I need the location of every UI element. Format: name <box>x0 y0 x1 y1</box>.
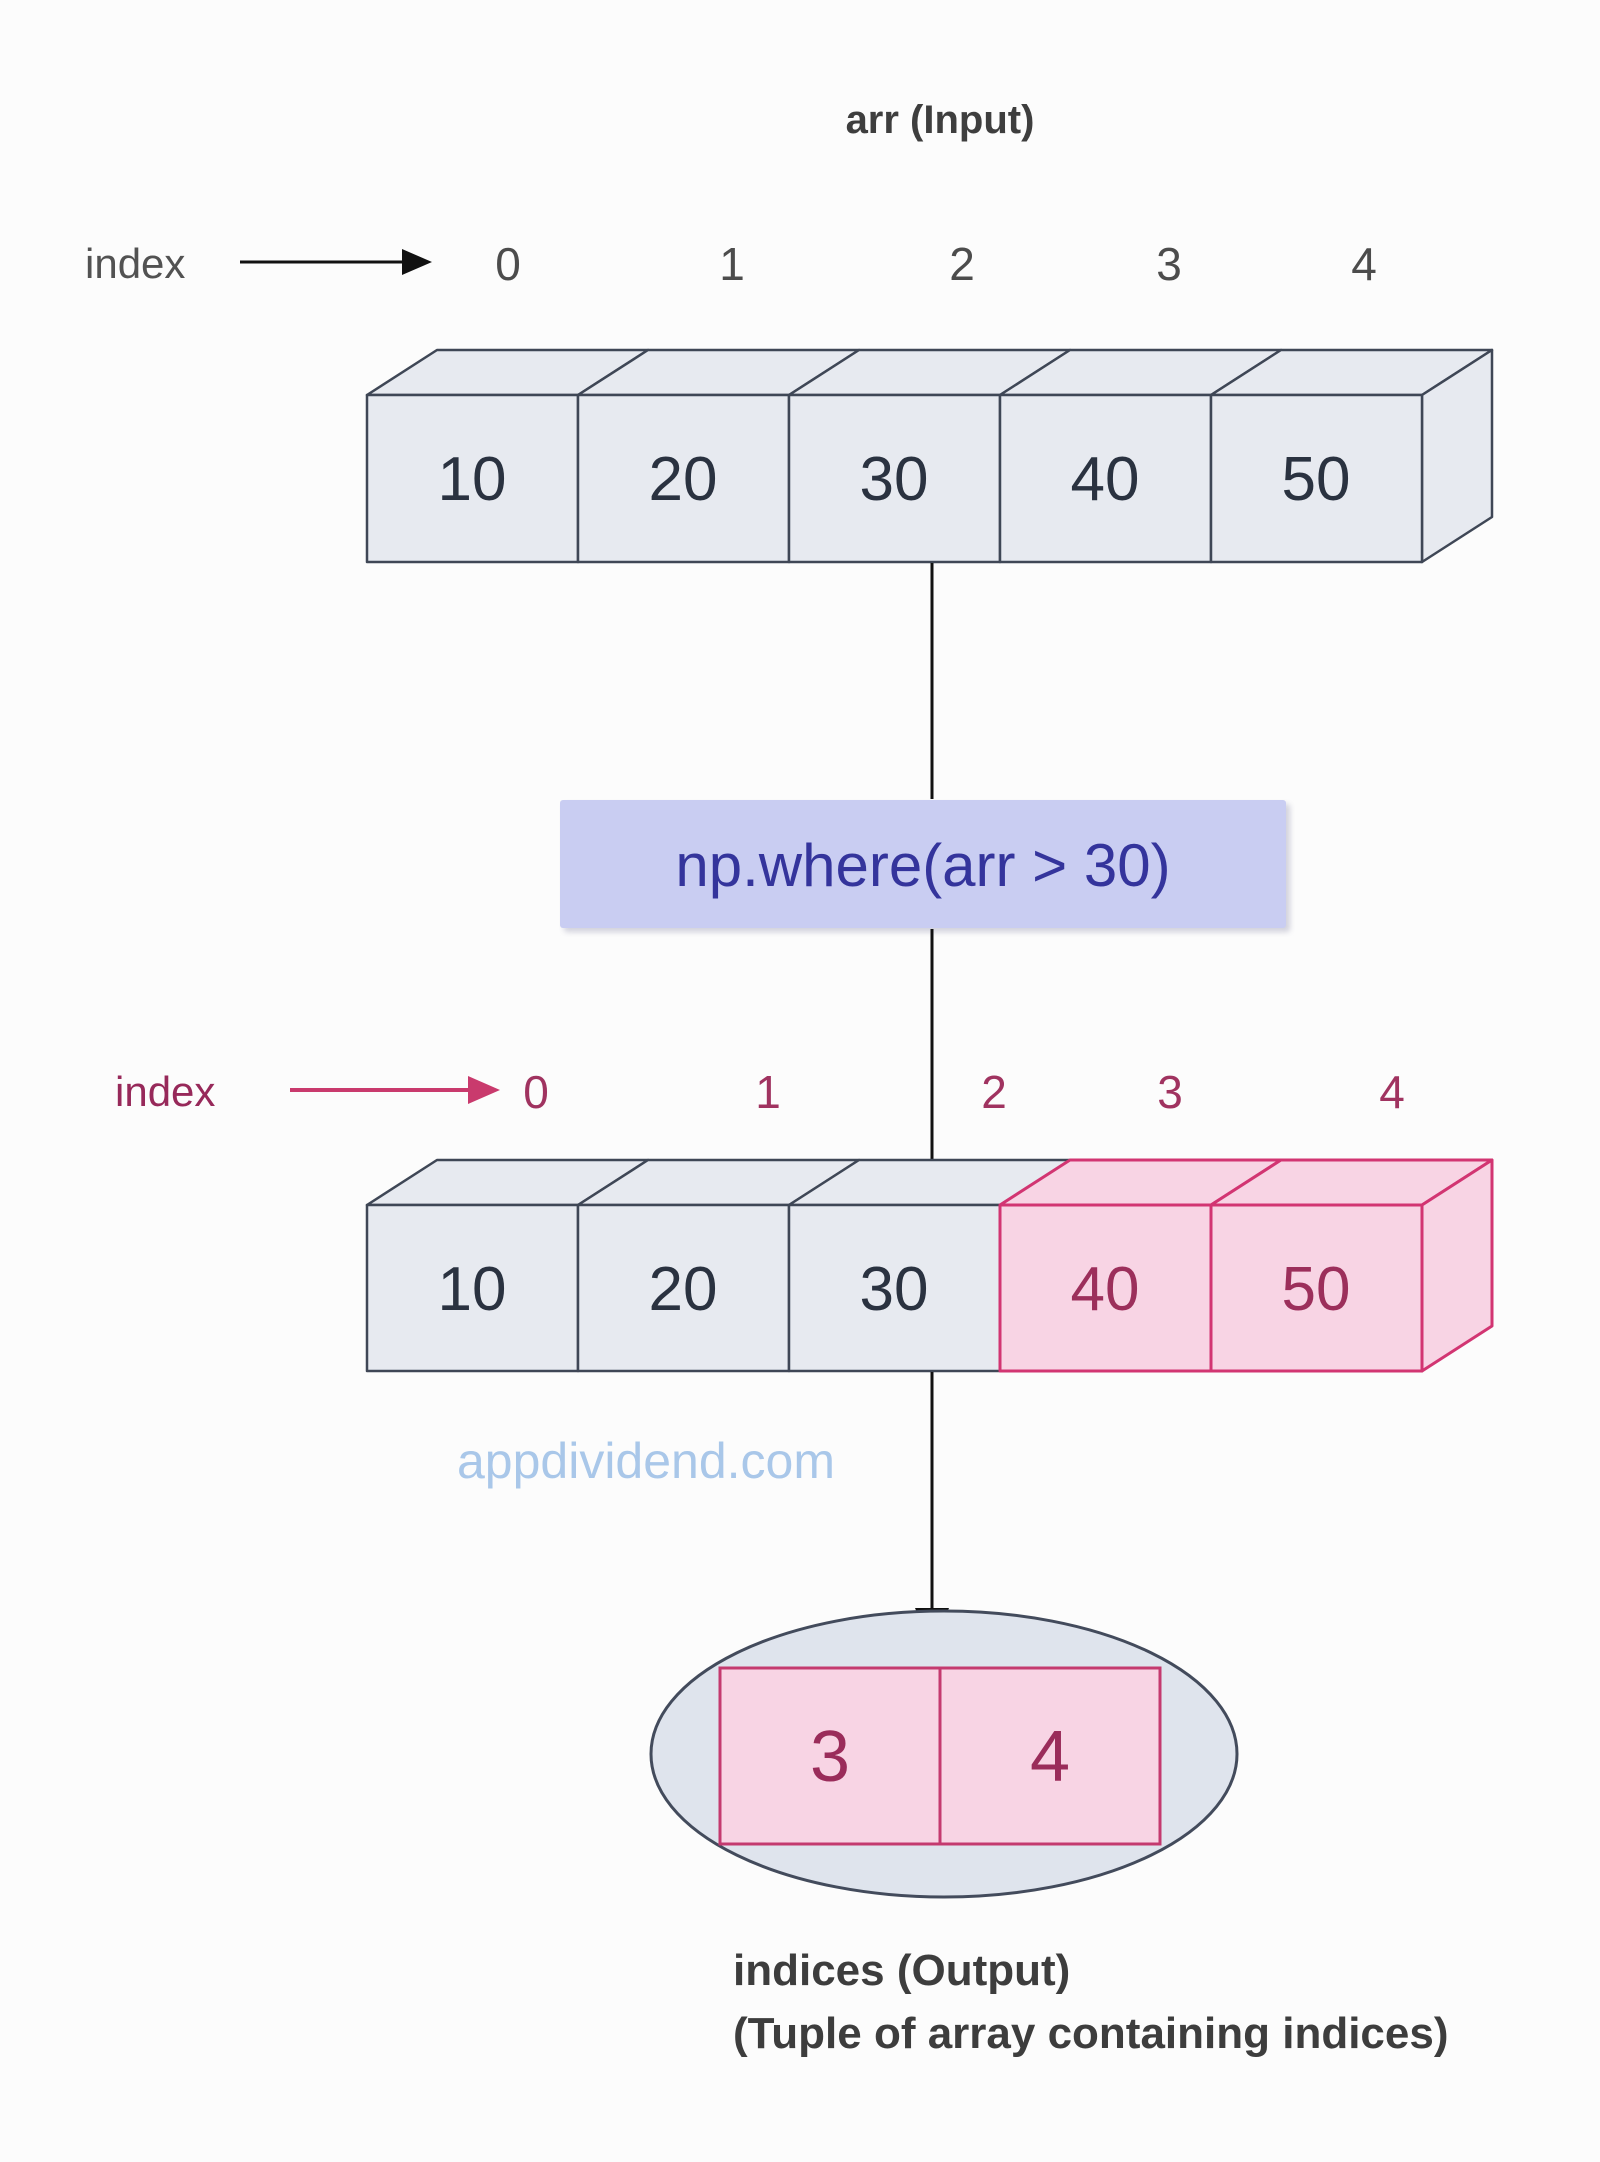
input-cell-2 <box>787 393 1002 564</box>
result-cell-4-highlighted <box>1209 1203 1424 1373</box>
index-label-bottom: index <box>115 1068 215 1115</box>
result-cell-1 <box>576 1203 791 1373</box>
result-value-1: 20 <box>649 1255 718 1324</box>
output-cell-1 <box>938 1666 1162 1846</box>
index-label-top: index <box>85 240 185 287</box>
result-value-2: 30 <box>860 1255 929 1324</box>
output-caption: indices (Output) (Tuple of array contain… <box>733 1946 1449 2058</box>
index-bottom-4: 4 <box>1379 1066 1405 1118</box>
operation-box-bg <box>560 800 1286 928</box>
index-bottom-0: 0 <box>523 1066 549 1118</box>
index-row-bottom: index 0 1 2 3 4 <box>115 1066 1405 1118</box>
input-cell-0 <box>365 393 580 564</box>
output-cell-0 <box>718 1666 942 1846</box>
result-value-4-highlighted: 50 <box>1282 1255 1351 1324</box>
index-bottom-1: 1 <box>755 1066 781 1118</box>
result-value-3-highlighted: 40 <box>1071 1255 1140 1324</box>
index-arrow-bottom-head-icon <box>468 1076 500 1104</box>
output-value-0: 3 <box>810 1717 850 1797</box>
diagram-title: arr (Input) <box>846 98 1035 142</box>
input-array: 10 20 30 40 50 <box>365 348 1494 564</box>
output-caption-line1: indices (Output) <box>733 1946 1070 1995</box>
watermark: appdividend.com <box>457 1433 835 1489</box>
result-cell-3-highlighted <box>998 1203 1213 1373</box>
input-value-4: 50 <box>1282 445 1351 514</box>
result-array: 10 20 30 40 50 <box>365 1158 1494 1373</box>
output-caption-line2: (Tuple of array containing indices) <box>733 2009 1449 2058</box>
input-cell-1 <box>576 393 791 564</box>
index-bottom-3: 3 <box>1157 1066 1183 1118</box>
index-top-1: 1 <box>719 238 745 290</box>
index-arrow-top-head-icon <box>402 249 432 275</box>
input-value-1: 20 <box>649 445 718 514</box>
output-value-1: 4 <box>1030 1717 1070 1797</box>
index-top-3: 3 <box>1156 238 1182 290</box>
input-value-0: 10 <box>438 445 507 514</box>
output-group: 3 4 <box>649 1609 1239 1899</box>
input-cell-4 <box>1209 393 1424 564</box>
index-top-2: 2 <box>949 238 975 290</box>
index-bottom-2: 2 <box>981 1066 1007 1118</box>
operation-label: np.where(arr > 30) <box>675 832 1170 899</box>
index-top-4: 4 <box>1351 238 1377 290</box>
result-cell-0 <box>365 1203 580 1373</box>
input-value-3: 40 <box>1071 445 1140 514</box>
result-value-0: 10 <box>438 1255 507 1324</box>
index-row-top: index 0 1 2 3 4 <box>85 238 1377 290</box>
result-cell-2 <box>787 1203 1002 1373</box>
index-top-0: 0 <box>495 238 521 290</box>
input-value-2: 30 <box>860 445 929 514</box>
operation-box: np.where(arr > 30) <box>560 800 1286 928</box>
